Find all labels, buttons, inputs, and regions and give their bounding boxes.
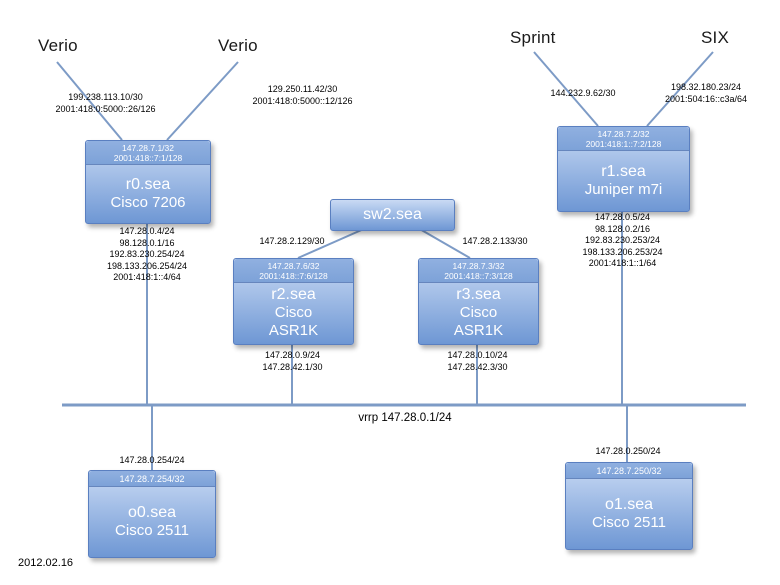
node-sw2: sw2.sea — [330, 199, 455, 231]
annotation-r1-interfaces: 147.28.0.5/24 98.128.0.2/16 192.83.230.2… — [557, 212, 688, 270]
node-r2: 147.28.7.6/32 2001:418::7:6/128 r2.sea C… — [233, 258, 354, 345]
annotation-sw2-r2-link: 147.28.2.129/30 — [242, 236, 342, 248]
ip-address: 2001:418:0:5000::12/126 — [252, 95, 353, 106]
annotation-verio2-link: 129.250.11.42/30 2001:418:0:5000::12/126 — [235, 84, 370, 107]
node-r1-model: Juniper m7i — [584, 180, 663, 198]
ip-address: 147.28.0.5/24 — [594, 212, 651, 222]
ip-address: 129.250.11.42/30 — [267, 84, 338, 94]
annotation-sw2-r3-link: 147.28.2.133/30 — [445, 236, 545, 248]
node-sw2-name: sw2.sea — [363, 205, 422, 223]
node-r3-header: 147.28.7.3/32 2001:418::7:3/128 — [419, 259, 538, 283]
uplink-sprint-r1 — [533, 51, 599, 127]
ip-address: 147.28.0.10/24 — [447, 350, 508, 360]
node-o0-body: o0.sea Cisco 2511 — [89, 487, 215, 557]
node-r1-body: r1.sea Juniper m7i — [558, 151, 689, 211]
provider-label-verio-1: Verio — [38, 36, 78, 55]
node-r0-body: r0.sea Cisco 7206 — [86, 165, 210, 223]
node-r0-header: 147.28.7.1/32 2001:418::7:1/128 — [86, 141, 210, 165]
node-r3-model: Cisco — [459, 304, 498, 321]
ip-address: 192.83.230.253/24 — [584, 235, 661, 245]
ip-address: 198.133.206.254/24 — [106, 260, 188, 271]
node-r0-name: r0.sea — [125, 175, 171, 193]
node-o0: 147.28.7.254/32 o0.sea Cisco 2511 — [88, 470, 216, 558]
loopback-v6: 2001:418:1::7:2/128 — [585, 139, 662, 149]
loopback-v4: 147.28.7.6/32 — [267, 261, 320, 271]
node-o1-model: Cisco 2511 — [592, 513, 666, 531]
node-r2-model2: ASR1K — [268, 322, 319, 339]
loopback-v6: 2001:418::7:6/128 — [259, 271, 328, 281]
link-sw2-r2 — [297, 227, 367, 259]
ip-address: 147.28.2.129/30 — [259, 236, 325, 246]
annotation-verio1-link: 199.238.113.10/30 2001:418:0:5000::26/12… — [28, 92, 183, 115]
node-r1: 147.28.7.2/32 2001:418:1::7:2/128 r1.sea… — [557, 126, 690, 212]
node-o1: 147.28.7.250/32 o1.sea Cisco 2511 — [565, 462, 693, 550]
ip-address: 198.32.180.23/24 — [670, 82, 742, 92]
annotation-r3-interfaces: 147.28.0.10/24 147.28.42.3/30 — [418, 350, 537, 373]
annotation-six-link: 198.32.180.23/24 2001:504:16::c3a/64 — [640, 82, 772, 105]
node-sw2-body: sw2.sea — [331, 200, 454, 230]
date-label: 2012.02.16 — [18, 557, 74, 569]
node-r3-model2: ASR1K — [453, 322, 504, 339]
node-o1-body: o1.sea Cisco 2511 — [566, 479, 692, 549]
node-o1-name: o1.sea — [604, 495, 654, 513]
loopback-v4: 147.28.7.3/32 — [452, 261, 505, 271]
node-r1-name: r1.sea — [601, 162, 646, 180]
loopback-v6: 2001:418::7:3/128 — [444, 271, 513, 281]
annotation-r0-interfaces: 147.28.0.4/24 98.128.0.1/16 192.83.230.2… — [85, 226, 209, 284]
ip-address: 2001:504:16::c3a/64 — [664, 93, 748, 104]
node-o0-model: Cisco 2511 — [115, 521, 189, 539]
node-r0-model: Cisco 7206 — [110, 193, 186, 211]
ip-address: 147.28.2.133/30 — [462, 236, 528, 246]
loopback-v4: 147.28.7.1/32 — [122, 143, 174, 153]
loopback-v6: 2001:418::7:1/128 — [113, 153, 183, 163]
node-r0: 147.28.7.1/32 2001:418::7:1/128 r0.sea C… — [85, 140, 211, 224]
ip-address: 147.28.0.4/24 — [119, 226, 175, 236]
ip-address: 198.133.206.253/24 — [582, 246, 663, 257]
provider-label-verio-2: Verio — [218, 36, 258, 55]
node-r2-body: r2.sea Cisco ASR1K — [234, 283, 353, 344]
ip-address: 147.28.42.3/30 — [447, 361, 508, 372]
annotation-vrrp: vrrp 147.28.0.1/24 — [358, 412, 452, 424]
annotation-o1-interface: 147.28.0.250/24 — [595, 446, 661, 456]
annotation-sprint-link: 144.232.9.62/30 — [523, 88, 643, 100]
ip-address: 2001:418:1::4/64 — [113, 272, 181, 282]
ip-address: 2001:418:1::1/64 — [588, 258, 657, 268]
loopback-v4: 147.28.7.250/32 — [596, 466, 662, 476]
annotation-o0-interface: 147.28.0.254/24 — [119, 455, 185, 465]
loopback-v4: 147.28.7.2/32 — [597, 129, 650, 139]
uplink-verio2-r0 — [166, 61, 239, 141]
node-r3: 147.28.7.3/32 2001:418::7:3/128 r3.sea C… — [418, 258, 539, 345]
ip-address: 98.128.0.2/16 — [594, 223, 651, 234]
node-o0-header: 147.28.7.254/32 — [89, 471, 215, 487]
annotation-r2-interfaces: 147.28.0.9/24 147.28.42.1/30 — [233, 350, 352, 373]
node-o1-header: 147.28.7.250/32 — [566, 463, 692, 479]
ip-address: 147.28.42.1/30 — [262, 361, 323, 372]
ip-address: 192.83.230.254/24 — [109, 249, 185, 259]
node-o0-name: o0.sea — [127, 503, 177, 521]
node-r2-name: r2.sea — [271, 286, 316, 303]
ip-address: 199.238.113.10/30 — [68, 92, 143, 102]
link-sw2-r3 — [417, 227, 471, 259]
ip-address: 98.128.0.1/16 — [119, 237, 175, 248]
node-r3-name: r3.sea — [456, 286, 501, 303]
ip-address: 144.232.9.62/30 — [550, 88, 616, 98]
provider-label-sprint: Sprint — [510, 28, 556, 47]
ip-address: 2001:418:0:5000::26/126 — [55, 103, 156, 114]
node-r1-header: 147.28.7.2/32 2001:418:1::7:2/128 — [558, 127, 689, 151]
uplink-six-r1 — [646, 51, 714, 127]
ip-address: 147.28.0.9/24 — [264, 350, 321, 360]
provider-label-six: SIX — [701, 28, 730, 47]
node-r2-header: 147.28.7.6/32 2001:418::7:6/128 — [234, 259, 353, 283]
node-r3-body: r3.sea Cisco ASR1K — [419, 283, 538, 344]
uplink-verio1-r0 — [56, 61, 123, 141]
node-r2-model: Cisco — [274, 304, 313, 321]
loopback-v4: 147.28.7.254/32 — [119, 474, 185, 484]
